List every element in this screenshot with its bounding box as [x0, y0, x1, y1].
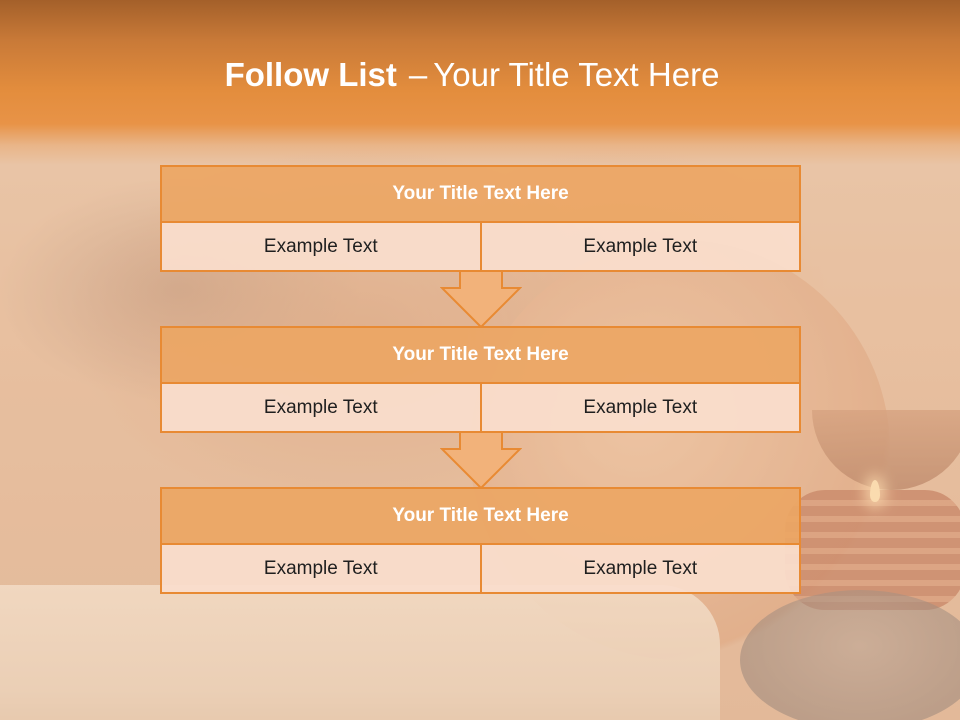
slide-title-bold: Follow List	[224, 56, 397, 93]
follow-step-3: Your Title Text Here Example Text Exampl…	[160, 487, 801, 594]
step-cell-right: Example Text	[479, 545, 799, 592]
step-cell-right: Example Text	[479, 223, 799, 270]
step-title: Your Title Text Here	[162, 167, 799, 223]
header-band	[0, 0, 960, 165]
step-row: Example Text Example Text	[162, 384, 799, 431]
slide-title-rest: Your Title Text Here	[433, 56, 720, 93]
slide-title-separator: –	[408, 56, 428, 93]
background-stones	[740, 590, 960, 720]
background-candle-flame	[870, 480, 880, 502]
step-row: Example Text Example Text	[162, 545, 799, 592]
step-title: Your Title Text Here	[162, 489, 799, 545]
step-cell-right: Example Text	[479, 384, 799, 431]
step-title: Your Title Text Here	[162, 328, 799, 384]
background-towel	[0, 585, 720, 720]
down-arrow-icon	[440, 270, 522, 328]
step-row: Example Text Example Text	[162, 223, 799, 270]
step-cell-left: Example Text	[162, 223, 480, 270]
down-arrow-icon	[440, 431, 522, 489]
step-cell-left: Example Text	[162, 384, 480, 431]
slide-title: Follow List–Your Title Text Here	[0, 56, 944, 94]
step-cell-left: Example Text	[162, 545, 480, 592]
follow-step-1: Your Title Text Here Example Text Exampl…	[160, 165, 801, 272]
follow-step-2: Your Title Text Here Example Text Exampl…	[160, 326, 801, 433]
